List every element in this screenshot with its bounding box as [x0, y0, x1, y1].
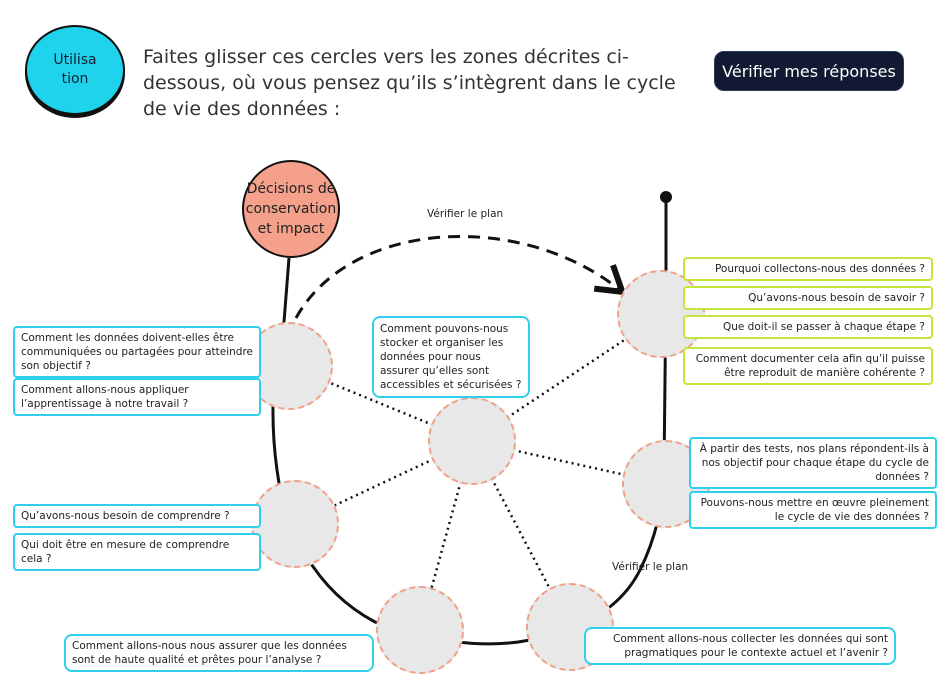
question-why: Pourquoi collectons-nous des données ?	[683, 257, 933, 281]
cycle-start-dot	[660, 191, 672, 203]
verify-plan-arrow	[294, 235, 627, 319]
question-document: Comment documenter cela afin qu’il puiss…	[683, 347, 933, 385]
question-quality: Comment allons-nous nous assurer que les…	[64, 634, 374, 672]
question-tests: À partir des tests, nos plans répondent-…	[689, 437, 937, 489]
drop-zone-plan[interactable]	[617, 270, 705, 358]
verify-plan-label-top: Vérifier le plan	[427, 208, 504, 220]
question-who: Qui doit être en mesure de comprendre ce…	[13, 533, 261, 571]
question-step: Que doit-il se passer à chaque étape ?	[683, 315, 933, 339]
question-apply: Comment allons-nous appliquer l’apprenti…	[13, 378, 261, 416]
question-collect: Comment allons-nous collecter les donnée…	[584, 627, 896, 665]
drop-zone-store[interactable]	[428, 397, 516, 485]
drop-zone-quality[interactable]	[376, 586, 464, 674]
decisions-circle[interactable]: Décisions de conservation et impact	[242, 160, 340, 258]
question-know: Qu’avons-nous besoin de savoir ?	[683, 286, 933, 310]
instruction-text: Faites glisser ces cercles vers les zone…	[143, 46, 676, 120]
decisions-circle-label: Décisions de conservation et impact	[245, 181, 337, 237]
chip-label: Utilisa tion	[53, 52, 97, 87]
utilisation-chip[interactable]: Utilisa tion	[25, 25, 125, 115]
question-store: Comment pouvons-nous stocker et organise…	[372, 316, 530, 398]
question-understand: Qu’avons-nous besoin de comprendre ?	[13, 504, 261, 528]
question-implement: Pouvons-nous mettre en œuvre pleinement …	[689, 491, 937, 529]
question-communicate: Comment les données doivent-elles être c…	[13, 326, 261, 378]
verify-answers-button[interactable]: Vérifier mes réponses	[714, 51, 904, 91]
verify-plan-label-bottom: Vérifier le plan	[612, 561, 689, 573]
drop-zone-understand[interactable]	[251, 480, 339, 568]
